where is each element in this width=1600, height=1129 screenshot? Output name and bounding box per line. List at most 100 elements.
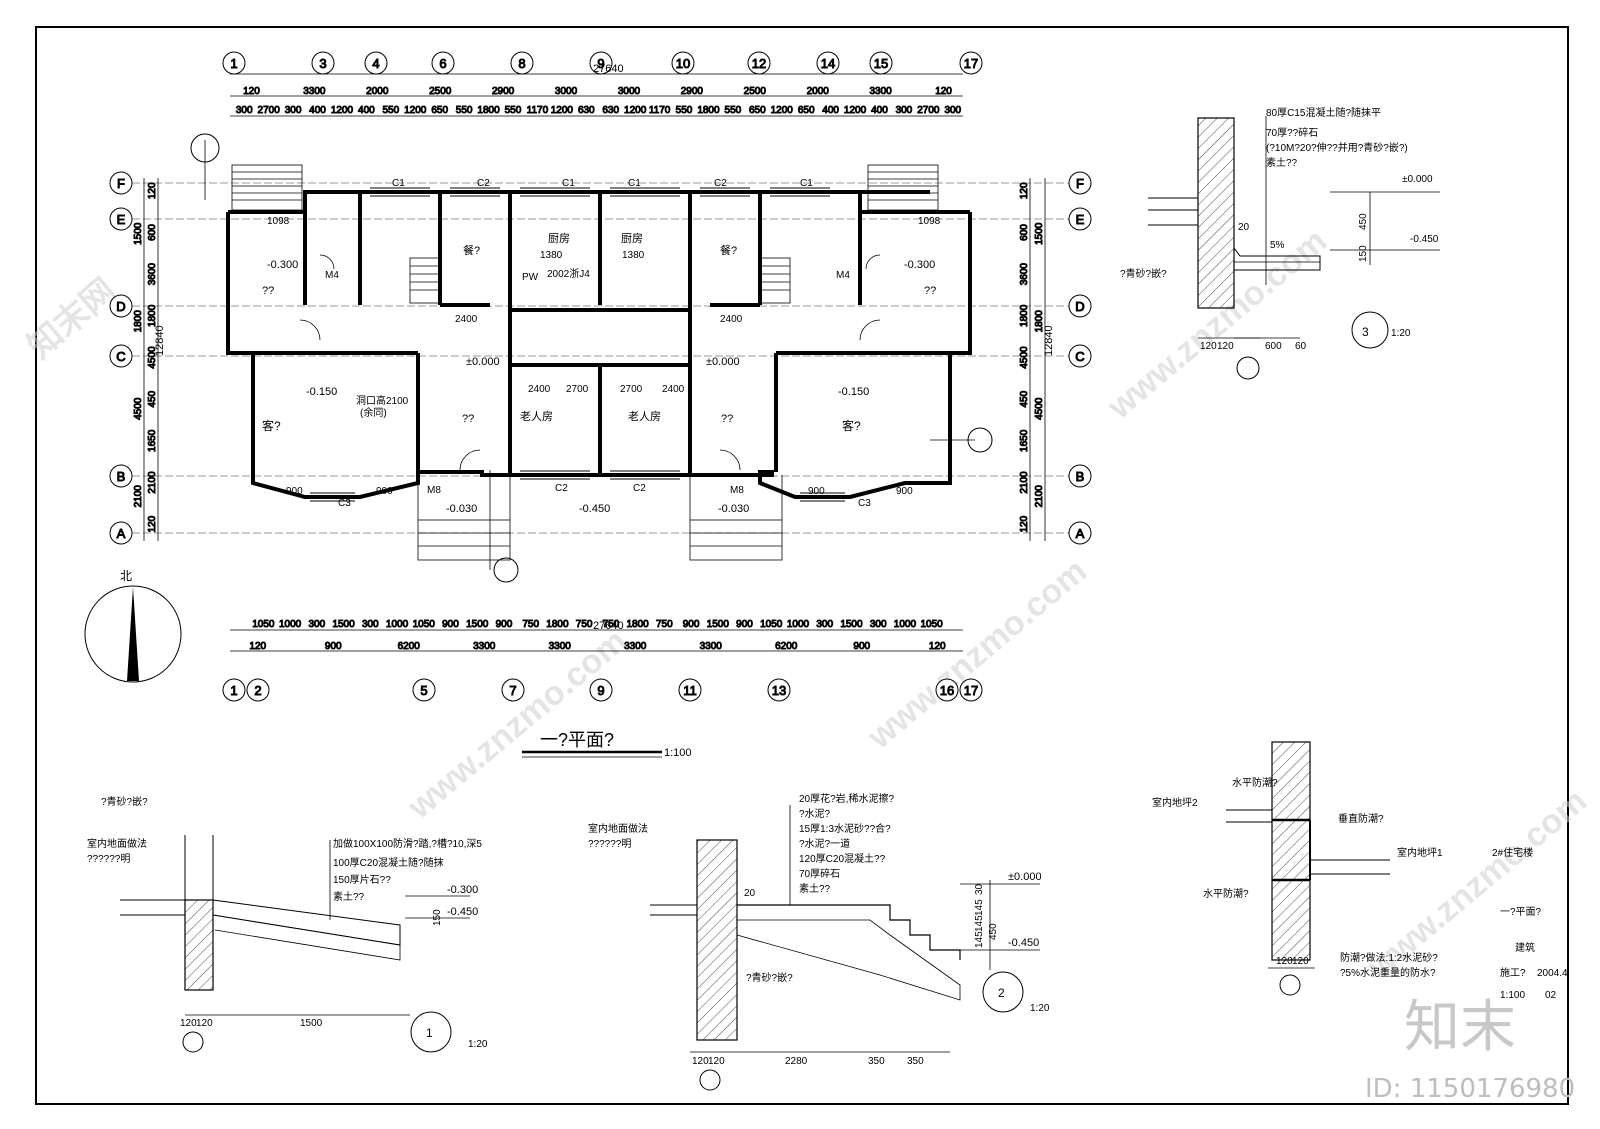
dim: 350 [907, 1056, 924, 1067]
dim: 120 [1292, 956, 1309, 967]
tag-1400: 2400 [662, 384, 685, 395]
room-elder-left: 老人房 [520, 410, 553, 423]
level: -0.450 [1410, 234, 1439, 245]
axis-label: 10 [676, 56, 690, 71]
dim-top-2: 650 [798, 105, 815, 116]
dim-top-1: 3300 [870, 86, 893, 97]
tag-m4: M8 [730, 485, 744, 496]
axis-bubble-bottom: 5 [412, 678, 436, 702]
stair-ref: 2002浙J4 [547, 268, 590, 280]
dim-top-1: 120 [243, 86, 260, 97]
level-room-right: -0.300 [904, 259, 935, 271]
room-kitchen-left: 厨房 [548, 232, 570, 245]
note: 70厚??碎石 [1266, 126, 1318, 139]
dim-top-1: 2900 [492, 86, 515, 97]
axis-bubble-bottom: 2 [246, 678, 270, 702]
dim-top-2: 1800 [477, 105, 500, 116]
axis-bubble-bottom: 17 [959, 678, 983, 702]
axis-label: 6 [439, 56, 446, 71]
axis-bubble-right: F [1068, 171, 1092, 195]
dim-top-2: 300 [285, 105, 302, 116]
dim-bottom-2: 120 [929, 641, 946, 652]
dim: 150 [432, 909, 443, 926]
dim-right-major: 1500 [1034, 222, 1045, 245]
dim-top-2: 300 [944, 105, 961, 116]
dim-right: 1650 [1019, 429, 1030, 452]
plan-title: 一?平面? [540, 730, 614, 750]
dim-top-2: 400 [309, 105, 326, 116]
dim-right: 120 [1019, 182, 1030, 199]
dim-top-2: 550 [505, 105, 522, 116]
tag-jm1: 1098 [267, 216, 290, 227]
note: 100厚C20混凝土随?随抹 [333, 856, 444, 869]
detail-scale: 1:20 [1030, 1003, 1050, 1014]
level: -0.450 [1008, 937, 1039, 949]
dim-top-2: 2700 [917, 105, 940, 116]
dim: 5% [1270, 240, 1285, 251]
dim-left: 600 [147, 224, 158, 241]
logo-text: 知末 [1404, 995, 1516, 1060]
tag-c2: C2 [555, 483, 568, 494]
level: ±0.000 [1008, 871, 1042, 883]
dim-top-2: 2700 [258, 105, 281, 116]
dim-bottom-1: 1050 [921, 619, 944, 630]
axis-bubble-top: 17 [959, 51, 983, 75]
detail-title: 2 [998, 986, 1005, 1000]
axis-label: 13 [772, 683, 786, 698]
axis-bubble-bottom: 11 [678, 678, 702, 702]
pw-label: PW [522, 272, 539, 283]
axis-label: 8 [518, 56, 525, 71]
note: ?青砂?嵌? [1120, 267, 1167, 280]
axis-bubble-bottom: 16 [935, 678, 959, 702]
dim-top-2: 1200 [624, 105, 647, 116]
axis-label: 12 [752, 56, 766, 71]
note: 素土?? [799, 882, 831, 895]
dim-top-2: 400 [358, 105, 375, 116]
axis-bubble-top: 14 [816, 51, 840, 75]
axis-bubble-bottom: 9 [589, 678, 613, 702]
note: (?10M?20?伸??并用?青砂?嵌?) [1266, 141, 1408, 154]
note: ?青砂?嵌? [746, 971, 793, 984]
level-room-left: -0.300 [267, 259, 298, 271]
dim-left-major: 1800 [133, 310, 144, 333]
tag-2400: 1380 [622, 250, 645, 261]
dim-bottom-1: 900 [683, 619, 700, 630]
room-unknown-left: ?? [262, 285, 274, 297]
north-steps [231, 164, 939, 211]
dim-top-2: 400 [871, 105, 888, 116]
plan-scale: 1:100 [664, 747, 692, 759]
note: 素土?? [1266, 156, 1298, 169]
tag-c1: C1 [392, 178, 405, 189]
note: ?水泥? [799, 807, 831, 820]
axis-label: 4 [372, 56, 379, 71]
dim-bottom-1: 1050 [760, 619, 783, 630]
axis-label: 1 [230, 683, 237, 698]
dim-top-2: 630 [578, 105, 595, 116]
plan-labels: 27640 27640 12840 12840 客? 客? 老人房 老人房 厨房… [154, 63, 1055, 632]
dim-top-2: 1800 [697, 105, 720, 116]
axis-label: D [1075, 299, 1084, 314]
dim-bottom-1: 300 [870, 619, 887, 630]
note: 水平防潮? [1203, 887, 1249, 900]
dim-top-2: 550 [725, 105, 742, 116]
note: 室内地坪1 [1397, 846, 1443, 859]
tag-m3: M4 [836, 270, 850, 281]
dim: 350 [868, 1056, 885, 1067]
level-living-right: -0.150 [838, 386, 869, 398]
axis-bubble-right: C [1068, 344, 1092, 368]
dim-bottom-1: 1050 [252, 619, 275, 630]
project-name: 2#住宅楼 [1492, 846, 1533, 859]
dim: 20 [1238, 222, 1250, 233]
room-dining-right: 餐? [720, 243, 737, 257]
dim-top-1: 3300 [303, 86, 326, 97]
axis-label: 3 [319, 56, 326, 71]
dim-right: 600 [1019, 224, 1030, 241]
dim-bottom-1: 1800 [626, 619, 649, 630]
tag-jm1: 1098 [918, 216, 941, 227]
dim-bottom-1: 1500 [332, 619, 355, 630]
watermark-text: www.znzmo.com [400, 622, 634, 827]
axis-bubble-top: 10 [671, 51, 695, 75]
dim: 1500 [300, 1018, 323, 1029]
